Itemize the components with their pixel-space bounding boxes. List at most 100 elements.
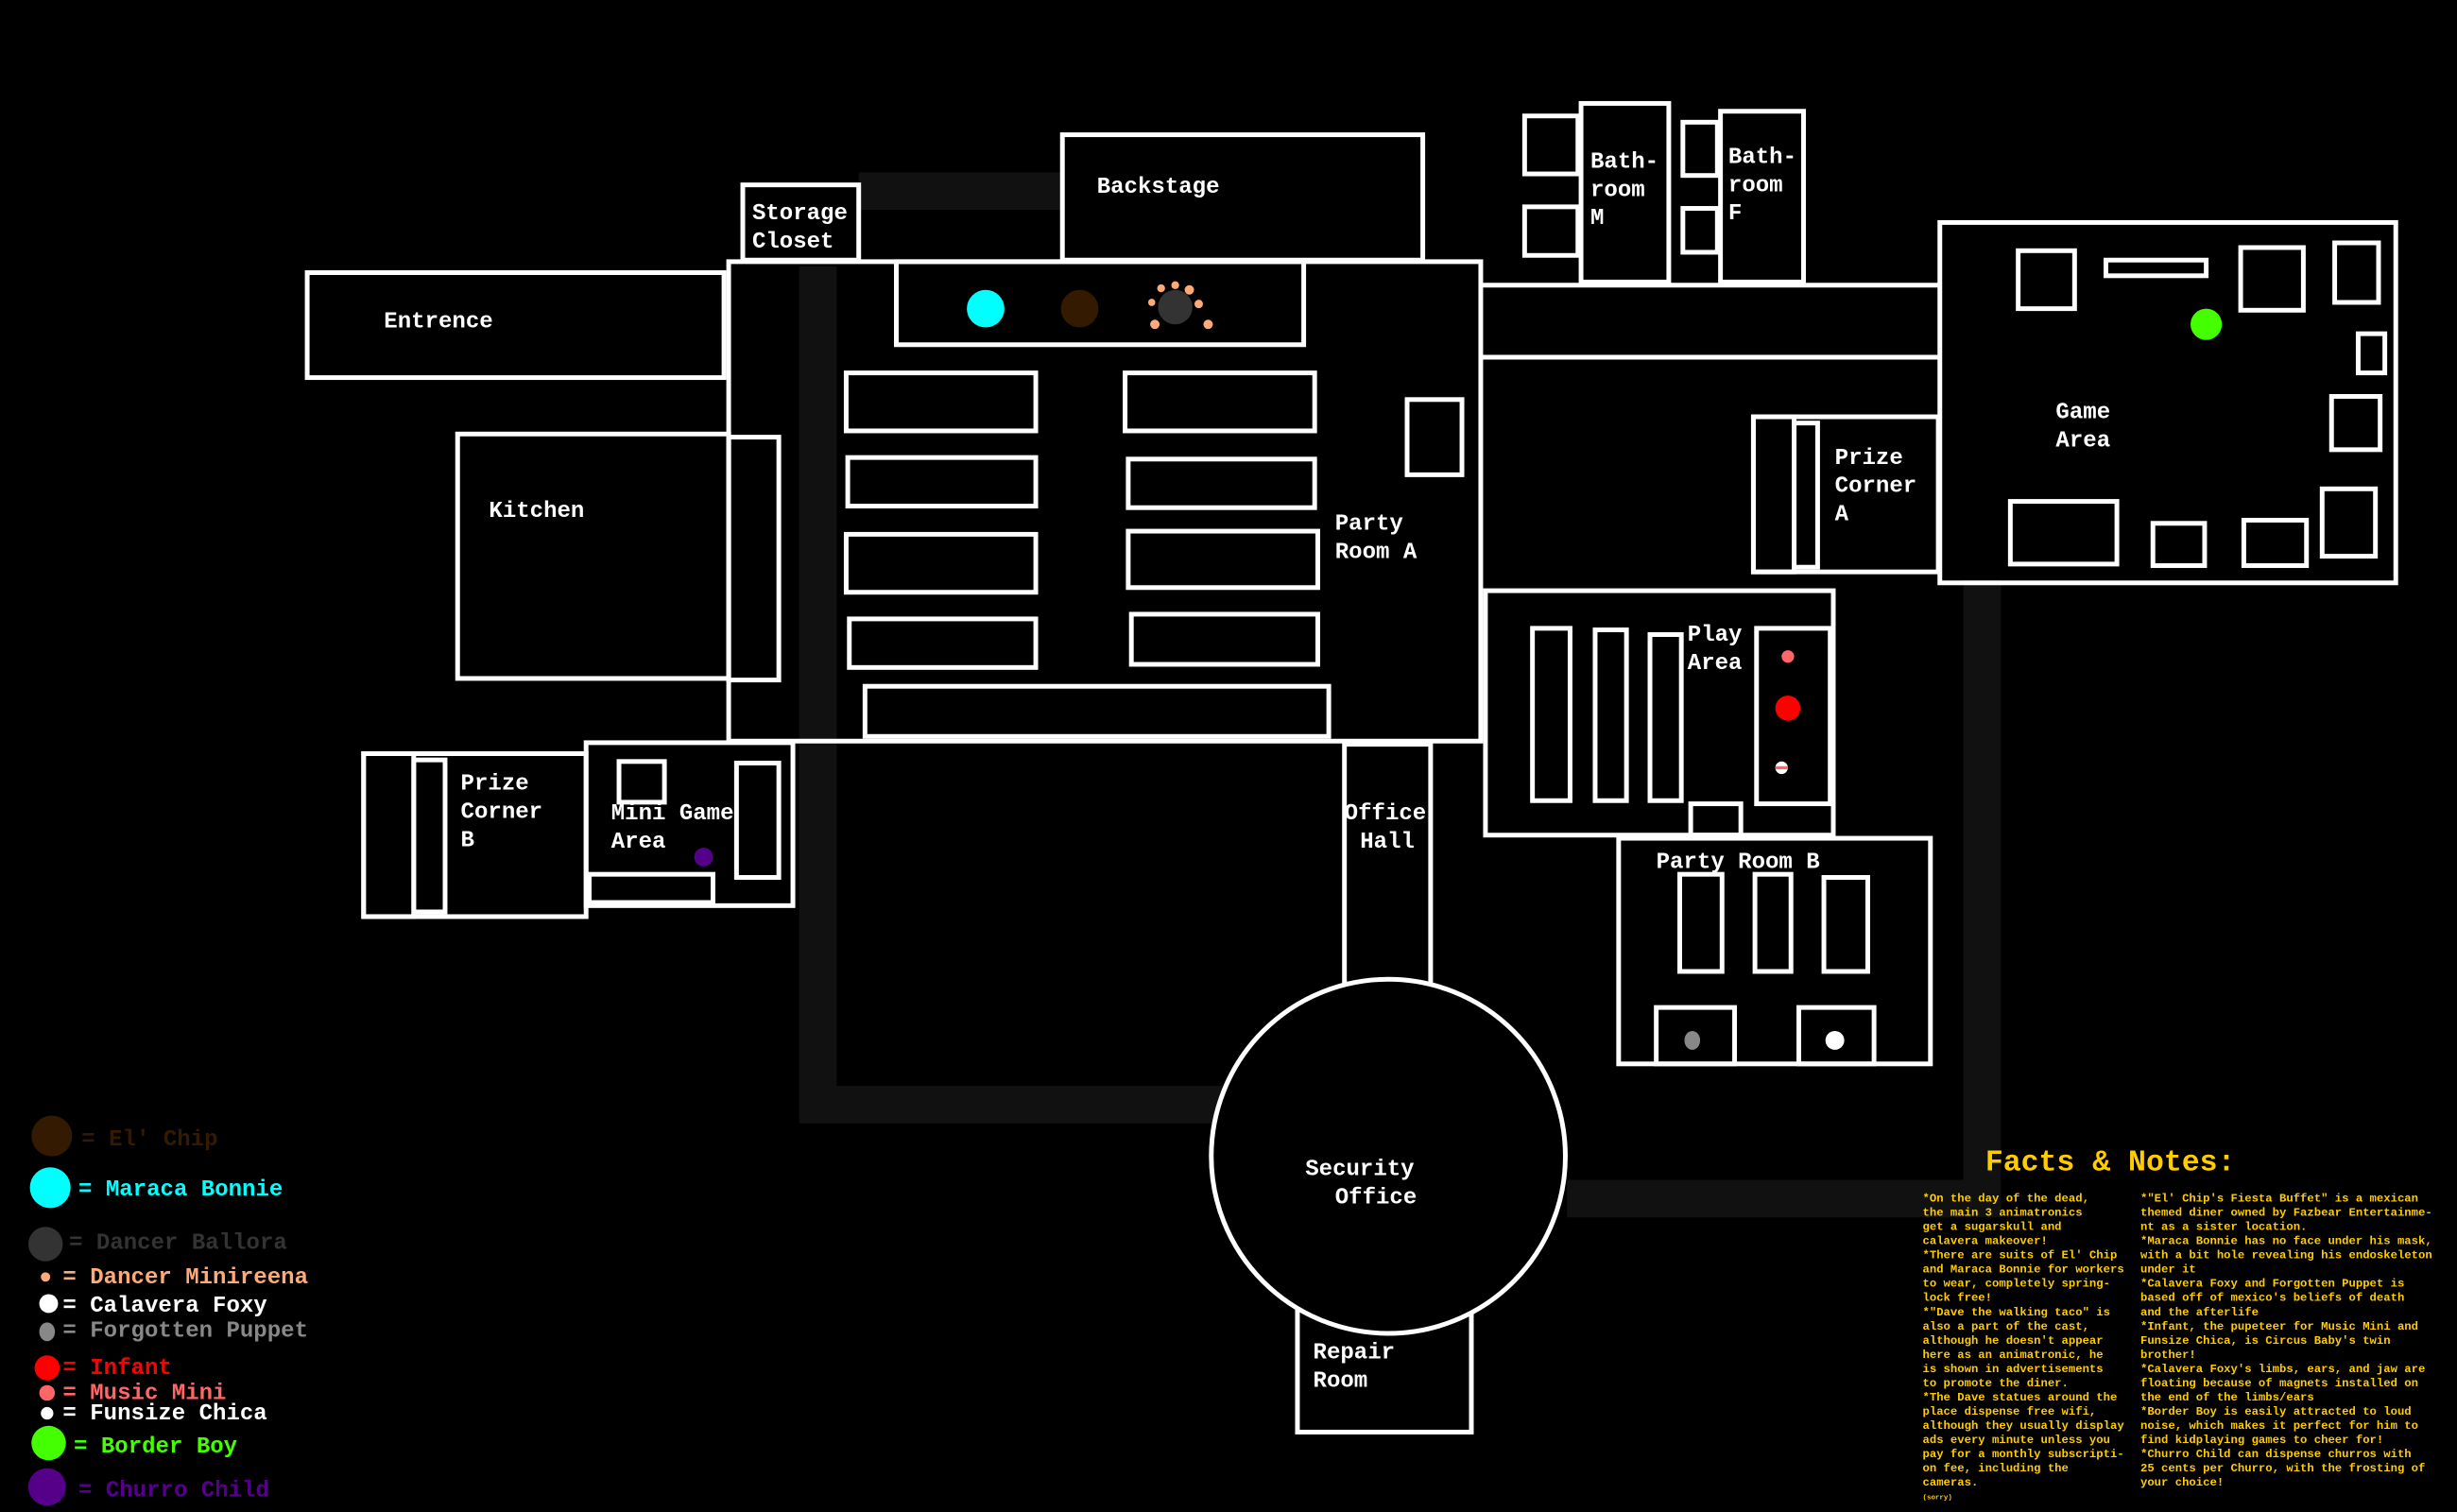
room-mini-game-area[interactable]: Mini Game Area xyxy=(583,740,796,908)
legend-label: = El' Chip xyxy=(81,1127,217,1153)
notes-line: 25 cents per Churro, with the frosting o… xyxy=(2140,1462,2425,1475)
room-label: Party xyxy=(1335,511,1403,537)
room-play-area[interactable]: Play Area xyxy=(1483,588,1836,838)
infant-icon xyxy=(34,1355,60,1381)
notes-line: *"El' Chip's Fiesta Buffet" is a mexican xyxy=(2140,1193,2418,1206)
notes-line: the end of the limbs/ears xyxy=(2140,1391,2314,1404)
churro-child-marker[interactable] xyxy=(694,847,713,867)
notes-line: *The Dave statues around the xyxy=(1923,1391,2118,1404)
room-label: Room xyxy=(1314,1368,1368,1394)
notes-line: based off of mexico's beliefs of death xyxy=(2140,1292,2404,1305)
notes-line: and Maraca Bonnie for workers xyxy=(1923,1263,2124,1277)
room-label: Mini Game xyxy=(611,801,734,827)
notes-line: your choice! xyxy=(2140,1476,2224,1489)
room-label: Bath- xyxy=(1728,145,1796,170)
legend-label: = Dancer Minireena xyxy=(62,1265,308,1291)
room-label: Closet xyxy=(752,230,834,255)
room-label: Play xyxy=(1688,623,1743,648)
room-bathroom-m[interactable]: Bath- room M xyxy=(1521,100,1672,284)
room-prize-corner-b[interactable]: Prize Corner B xyxy=(361,751,589,919)
room-entrence[interactable]: Entrence xyxy=(304,270,727,381)
room-label: M xyxy=(1590,206,1604,232)
notes-title: Facts & Notes: xyxy=(1985,1147,2236,1180)
notes-line: is shown in advertisements xyxy=(1923,1363,2104,1376)
notes-line: to promote the diner. xyxy=(1923,1377,2069,1390)
door-box xyxy=(1404,397,1465,477)
table xyxy=(845,455,1039,509)
table xyxy=(847,616,1039,670)
room-storage-closet[interactable]: Storage Closet xyxy=(740,182,862,263)
funsize-chica-icon xyxy=(41,1406,54,1420)
el-chip-marker[interactable] xyxy=(1060,289,1099,328)
calavera-foxy-marker[interactable] xyxy=(1825,1030,1845,1050)
notes-line: calavera makeover! xyxy=(1923,1235,2048,1248)
room-label: Bath- xyxy=(1590,149,1658,175)
dancer-minireena-markers xyxy=(1147,281,1213,330)
legend: = El' Chip = Maraca Bonnie = Dancer Ball… xyxy=(27,1115,308,1506)
room-label: Game xyxy=(2055,401,2110,426)
infant-marker[interactable] xyxy=(1775,696,1801,721)
room-label: Prize xyxy=(461,772,529,798)
notes-column-2: *"El' Chip's Fiesta Buffet" is a mexican… xyxy=(2140,1193,2432,1489)
room-label: Office xyxy=(1335,1185,1418,1211)
notes-line: also a part of the cast, xyxy=(1923,1320,2089,1333)
funsize-chica-marker[interactable] xyxy=(1775,761,1788,775)
maraca-bonnie-marker[interactable] xyxy=(967,289,1005,328)
dancer-minireena-icon xyxy=(41,1272,51,1282)
churro-child-icon xyxy=(27,1468,66,1506)
notes-line: *There are suits of El' Chip xyxy=(1923,1249,2118,1263)
table xyxy=(843,531,1039,595)
music-mini-icon xyxy=(39,1384,56,1401)
room-label: A xyxy=(1835,502,1849,527)
dancer-ballora-marker[interactable] xyxy=(1147,281,1213,330)
notes-line: here as an animatronic, he xyxy=(1923,1349,2104,1362)
room-label: Office xyxy=(1345,801,1427,827)
legend-label: = Forgotten Puppet xyxy=(62,1318,308,1344)
legend-label: = Maraca Bonnie xyxy=(78,1177,283,1203)
dancer-ballora-icon xyxy=(27,1227,63,1262)
hallway-east[interactable] xyxy=(1482,283,1940,360)
room-label: Storage xyxy=(752,201,848,227)
notes-line: on fee, including the xyxy=(1923,1462,2069,1475)
room-repair-room[interactable]: Repair Room xyxy=(1295,1292,1474,1435)
border-boy-marker[interactable] xyxy=(2191,308,2223,340)
legend-label: = Churro Child xyxy=(78,1478,269,1503)
facts-notes: Facts & Notes: *On the day of the dead,t… xyxy=(1923,1147,2432,1503)
room-prize-corner-a[interactable]: Prize Corner A xyxy=(1750,414,1941,575)
notes-line: *Border Boy is easily attracted to loud xyxy=(2140,1405,2412,1418)
legend-label: = Calavera Foxy xyxy=(62,1294,266,1319)
room-party-room-a[interactable]: Party Room A xyxy=(726,259,1484,744)
table xyxy=(1123,370,1317,434)
border-boy-icon xyxy=(31,1425,66,1461)
room-game-area[interactable]: Game Area xyxy=(1937,219,2398,586)
notes-line: brother! xyxy=(2140,1349,2196,1362)
room-label: Room A xyxy=(1335,540,1418,565)
room-office-hall[interactable]: Office Hall xyxy=(1342,742,1434,987)
notes-column-1: *On the day of the dead,the main 3 anima… xyxy=(1923,1193,2125,1489)
room-security-office[interactable]: Security Office xyxy=(1209,976,1568,1336)
notes-line: ads every minute unless you xyxy=(1923,1434,2110,1447)
music-mini-marker[interactable] xyxy=(1781,650,1795,663)
notes-line: *"Dave the walking taco" is xyxy=(1923,1306,2110,1319)
notes-line: with a bit hole revealing his endoskelet… xyxy=(2140,1249,2432,1263)
forgotten-puppet-marker[interactable] xyxy=(1684,1030,1701,1050)
room-label: Party Room B xyxy=(1657,850,1820,876)
room-backstage[interactable]: Backstage xyxy=(1059,132,1426,263)
room-label: Repair xyxy=(1314,1341,1396,1366)
room-label: B xyxy=(461,828,474,853)
notes-line: *Churro Child can dispense churros with xyxy=(2140,1448,2412,1461)
notes-line: *Infant, the pupeteer for Music Mini and xyxy=(2140,1320,2418,1333)
room-party-room-b[interactable]: Party Room B xyxy=(1616,835,1933,1067)
room-label: room xyxy=(1590,178,1645,203)
notes-line: *Calavera Foxy's limbs, ears, and jaw ar… xyxy=(2140,1363,2425,1376)
notes-line: nt as a sister location. xyxy=(2140,1221,2307,1234)
legend-label: = Infant xyxy=(62,1356,171,1382)
legend-label: = Music Mini xyxy=(62,1382,226,1407)
notes-line: get a sugarskull and xyxy=(1923,1221,2062,1234)
room-label: Corner xyxy=(1835,474,1917,500)
notes-line: themed diner owned by Fazbear Entertainm… xyxy=(2140,1207,2432,1220)
room-bathroom-f[interactable]: Bath- room F xyxy=(1680,109,1806,284)
room-label: F xyxy=(1728,201,1742,227)
table xyxy=(1125,528,1320,591)
room-label: Area xyxy=(1688,651,1743,677)
